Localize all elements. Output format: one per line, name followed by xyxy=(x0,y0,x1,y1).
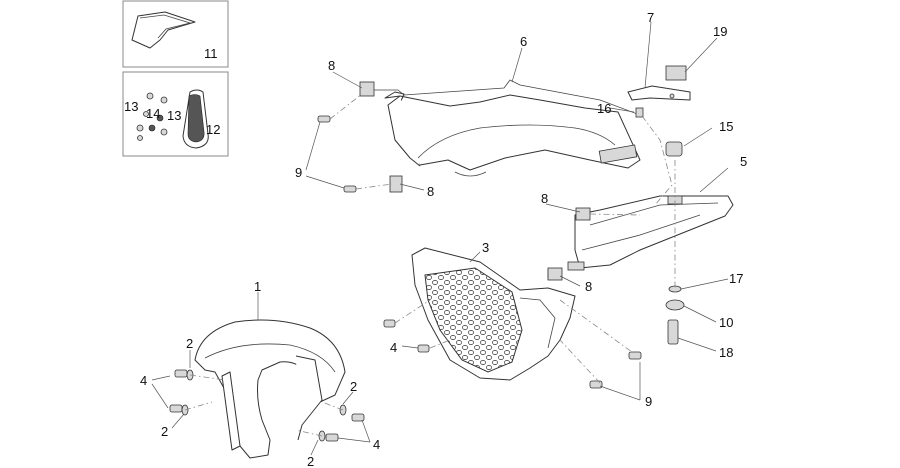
callout-8-grille: 8 xyxy=(585,279,592,294)
inset-box-plate xyxy=(122,0,229,68)
frame-bracket-part xyxy=(574,195,734,269)
callout-2-bottom: 2 xyxy=(307,454,314,468)
callout-8-bracket: 8 xyxy=(541,191,548,206)
callout-3: 3 xyxy=(482,240,489,255)
callout-2-right: 2 xyxy=(350,379,357,394)
leader-lines xyxy=(151,21,729,456)
callout-14: 14 xyxy=(146,106,160,121)
front-mudguard-part xyxy=(194,319,346,459)
callout-8-top: 8 xyxy=(328,58,335,73)
callout-7: 7 xyxy=(647,10,654,25)
callout-13-right: 13 xyxy=(167,108,181,123)
callout-13-left: 13 xyxy=(124,99,138,114)
upper-side-panel-part xyxy=(372,79,641,177)
callout-6: 6 xyxy=(520,34,527,49)
callout-2-lower-left: 2 xyxy=(161,424,168,439)
callout-5: 5 xyxy=(740,154,747,169)
inset-box-reflector xyxy=(122,71,229,157)
callout-16: 16 xyxy=(597,101,611,116)
callout-4-left: 4 xyxy=(140,373,147,388)
assembly-lines xyxy=(184,93,676,437)
callout-19: 19 xyxy=(713,24,727,39)
callout-10: 10 xyxy=(719,315,733,330)
callout-11: 11 xyxy=(204,46,218,61)
front-grille-part xyxy=(411,247,585,381)
callout-labels: 1 2 2 2 2 3 4 4 4 5 6 7 8 8 8 8 9 9 10 1… xyxy=(124,10,747,468)
callout-8-middle: 8 xyxy=(427,184,434,199)
callout-9-upper: 9 xyxy=(295,165,302,180)
callout-9-lower: 9 xyxy=(645,394,652,409)
callout-4-grille: 4 xyxy=(390,340,397,355)
callout-2-upper-left: 2 xyxy=(186,336,193,351)
callout-12: 12 xyxy=(206,122,220,137)
callout-18: 18 xyxy=(719,345,733,360)
callout-1: 1 xyxy=(254,279,261,294)
callout-4-right: 4 xyxy=(373,437,380,452)
callout-17: 17 xyxy=(729,271,743,286)
callout-15: 15 xyxy=(719,119,733,134)
